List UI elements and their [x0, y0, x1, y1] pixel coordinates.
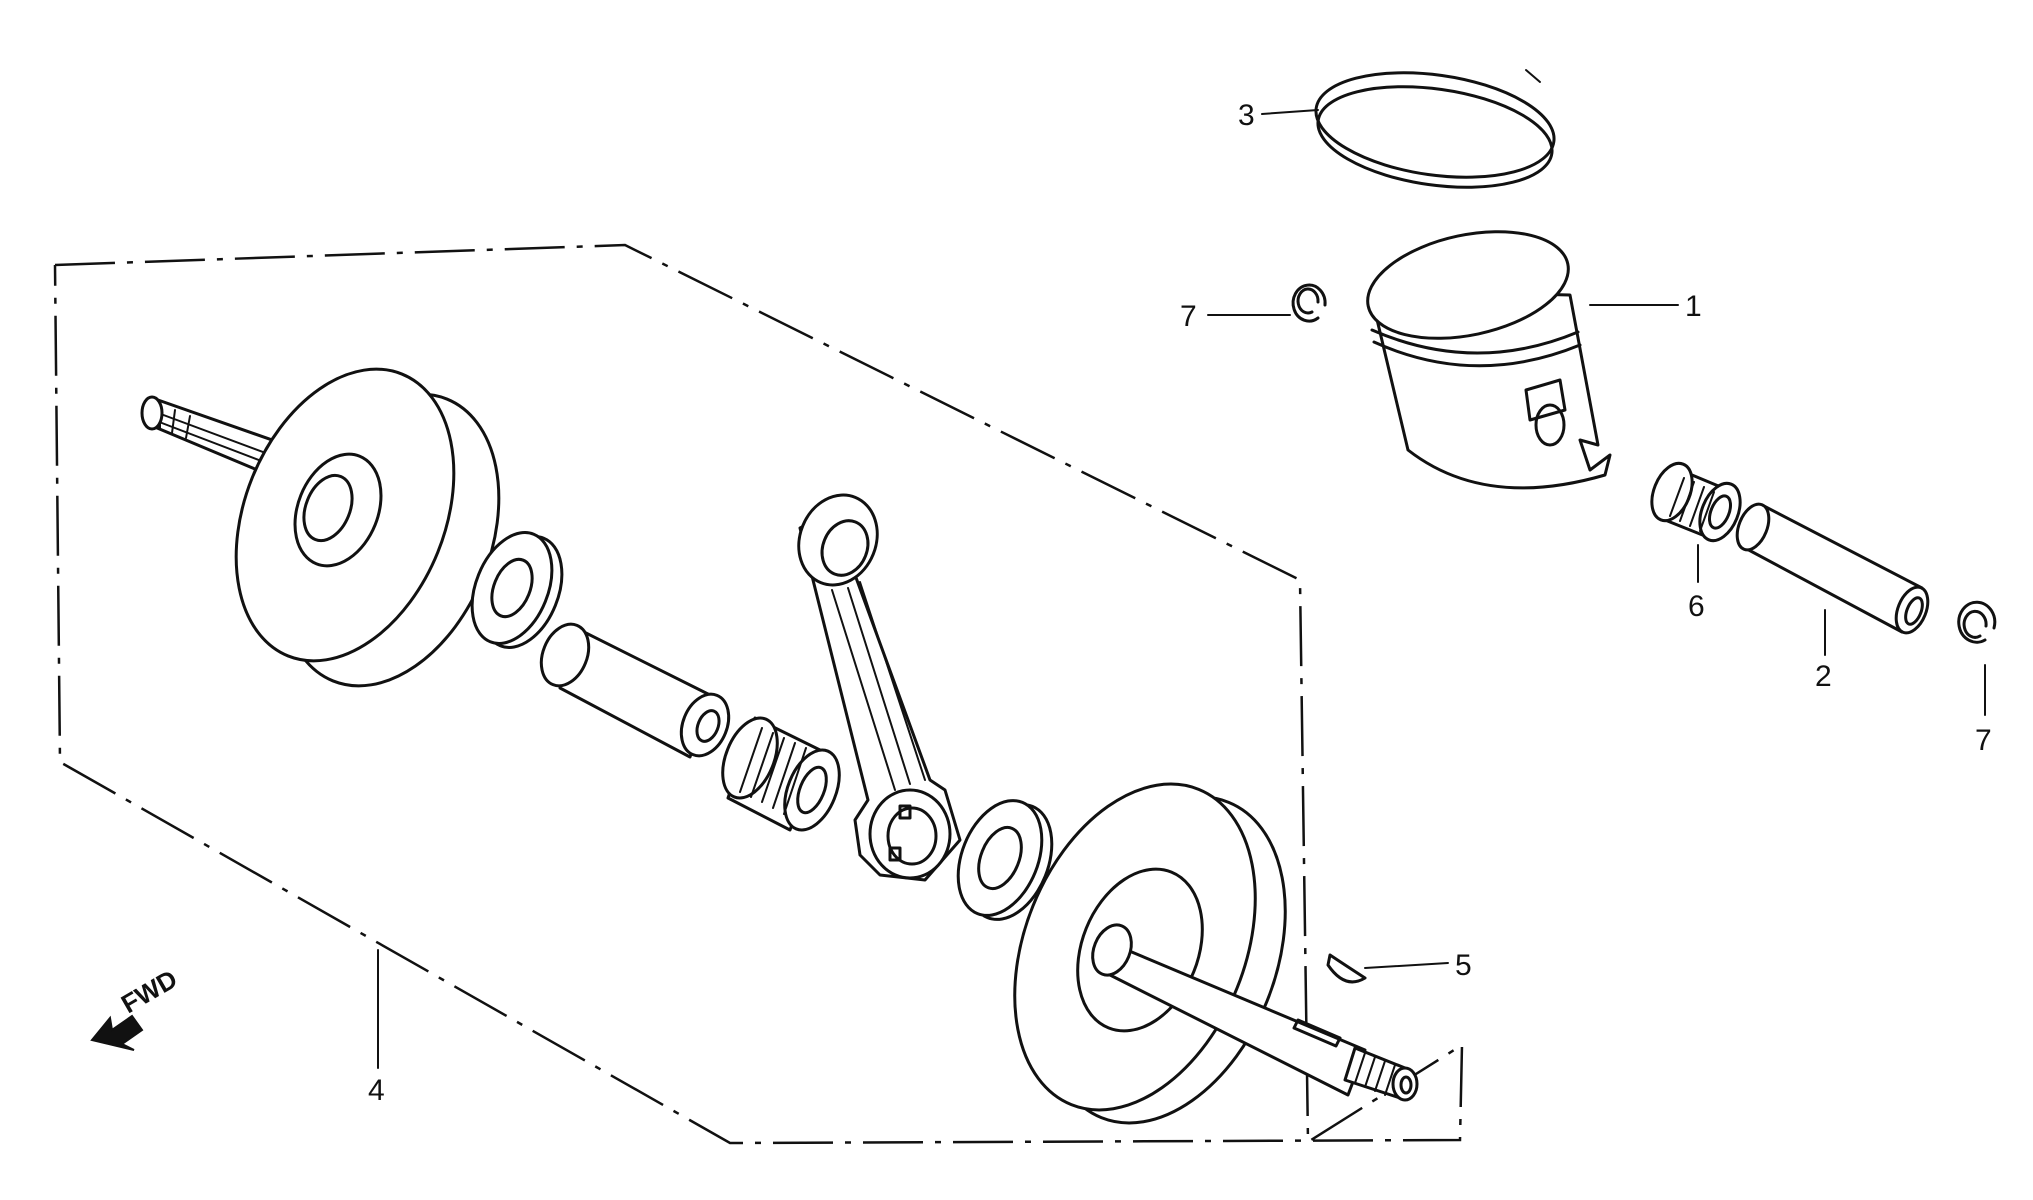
pin-clip-left	[1291, 283, 1327, 323]
pin-clip-right	[1957, 600, 1997, 644]
fwd-arrow-icon	[90, 1014, 144, 1051]
big-end-bearing	[721, 716, 841, 832]
callout-1: 1	[1685, 290, 1702, 323]
small-end-bearing	[1650, 461, 1742, 543]
crankshaft-assembly-outline	[53, 243, 1464, 1145]
crank-pin	[539, 622, 731, 759]
piston	[1366, 230, 1612, 490]
callout-7-left: 7	[1180, 300, 1197, 333]
piston-pin	[1735, 502, 1930, 635]
callout-labels: 3 7 1 6 2 7 5 4	[368, 99, 1992, 1107]
callout-6: 6	[1688, 590, 1705, 623]
right-flywheel	[1013, 782, 1419, 1125]
left-flywheel	[140, 367, 501, 688]
woodruff-key	[1326, 953, 1367, 984]
callout-3: 3	[1238, 99, 1255, 132]
right-washer	[956, 799, 1054, 921]
callout-2: 2	[1815, 660, 1832, 693]
fwd-marker: FWD	[90, 964, 182, 1051]
connecting-rod	[797, 493, 962, 882]
piston-ring	[1314, 69, 1556, 189]
left-washer	[470, 531, 564, 649]
leader-lines	[377, 109, 1986, 1069]
callout-4: 4	[368, 1074, 385, 1107]
callout-5: 5	[1455, 949, 1472, 982]
fwd-label: FWD	[116, 964, 182, 1020]
callout-7-right: 7	[1975, 724, 1992, 757]
